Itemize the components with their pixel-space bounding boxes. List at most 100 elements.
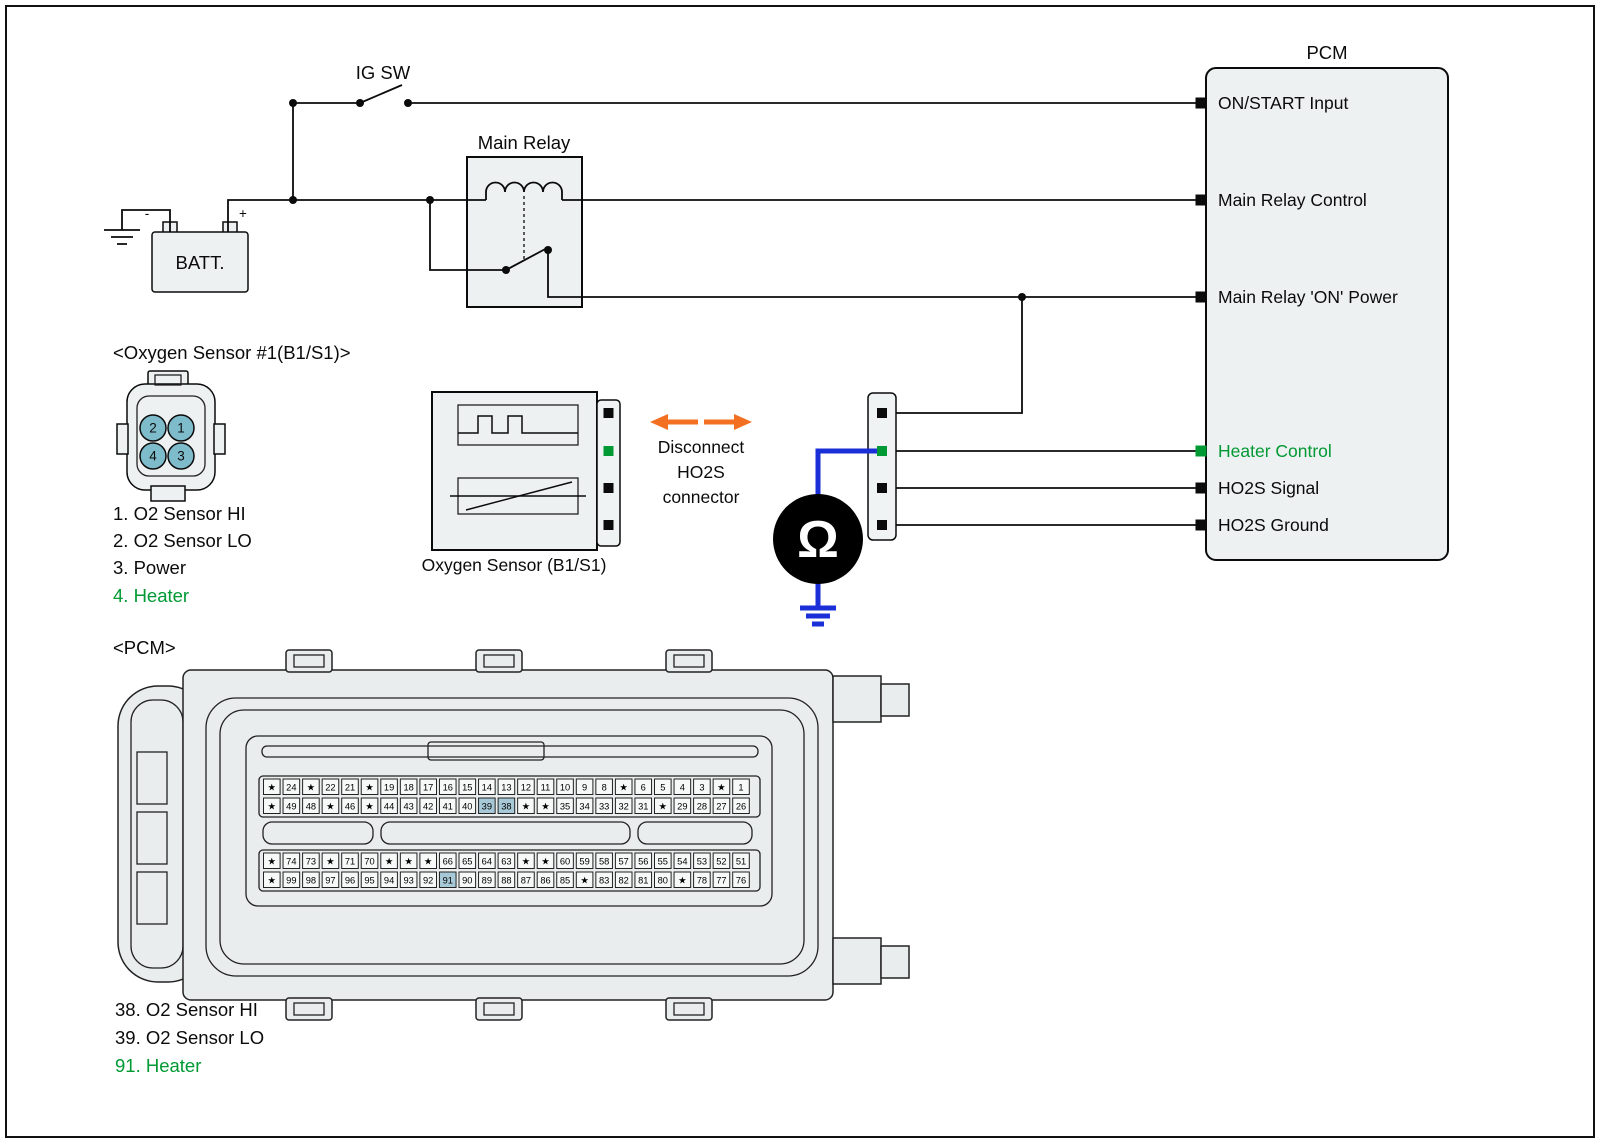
switch-contact-dot — [356, 99, 364, 107]
pcm-pin-number: 34 — [579, 801, 589, 811]
pcm-pin-cell — [380, 797, 398, 814]
harness-connector-strip — [867, 392, 897, 541]
disconnect-arrow-right-head — [734, 414, 752, 430]
pcm-connector-tab-bottom-3 — [665, 997, 713, 1021]
pcm-pin-cell — [634, 852, 653, 869]
battery-ground-symbol — [104, 209, 171, 245]
o2-pin-circle-3 — [167, 442, 195, 470]
pcm-pin-star: ★ — [678, 875, 687, 886]
pcm-pin-cell — [341, 871, 359, 888]
pcm-pin-cell — [732, 871, 750, 888]
pcm-pin-onstart — [1195, 97, 1207, 109]
pcm-pin-number: 57 — [619, 856, 629, 866]
pcm-pin-cell — [321, 778, 340, 795]
oxygen-sensor-caption: Oxygen Sensor (B1/S1) — [422, 555, 607, 575]
pcm-connector-outline-inner — [219, 709, 805, 965]
pcm-pin-number: 49 — [286, 801, 296, 811]
pcm-pin-number: 5 — [660, 782, 665, 792]
pcm-pin-star: ★ — [619, 782, 628, 793]
ohmmeter-icon — [773, 494, 863, 584]
pcm-pin-cell — [419, 871, 437, 888]
pcm-pin-cell — [360, 852, 379, 869]
o2-connector-inner — [136, 395, 206, 477]
pcm-pin-cell — [282, 871, 301, 888]
sensor-strip-pin-4 — [603, 520, 614, 530]
o2-pin-circle-4 — [139, 442, 167, 470]
pcm-pin-cell — [341, 778, 359, 795]
pcm-connector-pin-frame — [245, 735, 773, 907]
o2-connector-title: <Oxygen Sensor #1(B1/S1)> — [113, 342, 351, 363]
pcm-pin-cell — [614, 871, 633, 888]
pcm-pin-cell — [517, 852, 535, 869]
heater-element-box — [457, 404, 579, 446]
harness-strip-pin-ground — [877, 520, 887, 530]
pcm-pin-cell — [614, 852, 633, 869]
pcm-pin-cell — [693, 871, 711, 888]
pcm-pin-star: ★ — [522, 801, 531, 812]
pcm-pin-cell — [673, 871, 692, 888]
o2-connector-ear-left — [116, 423, 129, 455]
pcm-pin-number: 6 — [641, 782, 646, 792]
harness-strip-pin-heater — [877, 446, 887, 456]
pcm-pin-label-relay-power: Main Relay 'ON' Power — [1218, 287, 1398, 307]
pcm-pin-cell — [419, 797, 437, 814]
sensor-strip-pin-3 — [603, 483, 614, 493]
pcm-pin-number: 91 — [443, 875, 453, 885]
pcm-pin-number: 55 — [658, 856, 668, 866]
pcm-pin-number: 63 — [501, 856, 511, 866]
pcm-pin-number: 9 — [582, 782, 587, 792]
pcm-pin-cell — [263, 778, 281, 795]
pcm-connector-body — [182, 669, 834, 1001]
pcm-pin-cell — [556, 871, 574, 888]
pcm-pin-number: 46 — [345, 801, 355, 811]
pcm-pin-number: 21 — [345, 782, 355, 792]
disconnect-arrow-left-head — [650, 414, 668, 430]
pcm-title: PCM — [1306, 42, 1347, 63]
pcm-pin-number: 90 — [462, 875, 472, 885]
pcm-pin-cell — [478, 797, 496, 814]
pcm-connector-tab-bottom-2-inner — [483, 1002, 515, 1016]
relay-switch-armature — [505, 246, 550, 271]
pcm-pin-number: 8 — [602, 782, 607, 792]
sensor-connector-strip — [596, 399, 621, 547]
pcm-pin-cell — [654, 778, 672, 795]
pcm-pin-number: 42 — [423, 801, 433, 811]
o2-pin-number-4: 4 — [149, 449, 157, 464]
pcm-pin-star: ★ — [326, 801, 335, 812]
pcm-connector-tab-top-1-inner — [293, 654, 325, 668]
pcm-pin-number: 85 — [560, 875, 570, 885]
pcm-pin-number: 10 — [560, 782, 570, 792]
o2-pin-circle-1 — [167, 414, 195, 442]
pcm-pin-cell — [556, 797, 574, 814]
pcm-pin-star: ★ — [717, 782, 726, 793]
pcm-pin-cell — [732, 797, 750, 814]
pcm-pin-cell — [693, 778, 711, 795]
pcm-pin-number: 13 — [501, 782, 511, 792]
pcm-pin-number: 51 — [736, 856, 746, 866]
pcm-pin-number: 64 — [482, 856, 492, 866]
pcm-pin-star: ★ — [307, 782, 316, 793]
pcm-pin-cell — [517, 871, 535, 888]
pcm-pin-cell — [634, 871, 653, 888]
pcm-pin-number: 24 — [286, 782, 296, 792]
pcm-pin-number: 17 — [423, 782, 433, 792]
pcm-pin-number: 38 — [501, 801, 511, 811]
pcm-pin-cell — [595, 852, 613, 869]
pcm-pin-cell — [341, 797, 359, 814]
pcm-pin-star: ★ — [385, 856, 394, 867]
pcm-pin-ho2s-ground — [1195, 519, 1207, 531]
pcm-pin-cell — [399, 871, 418, 888]
pcm-connector-key-bar-2 — [380, 821, 631, 845]
pcm-pin-number: 88 — [501, 875, 511, 885]
pcm-pin-cell — [399, 797, 418, 814]
pcm-pin-cell — [536, 871, 555, 888]
pcm-pin-number: 78 — [697, 875, 707, 885]
pcm-legend-39: 39. O2 Sensor LO — [115, 1027, 264, 1048]
battery-box — [151, 231, 249, 293]
pcm-pin-number: 48 — [306, 801, 316, 811]
pcm-pin-cell — [438, 797, 457, 814]
pcm-pin-number: 33 — [599, 801, 609, 811]
pcm-pin-cell — [732, 852, 750, 869]
pcm-pin-number: 52 — [716, 856, 726, 866]
